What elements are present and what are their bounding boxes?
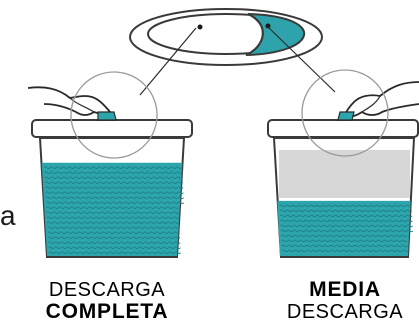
side-letter: a bbox=[0, 200, 16, 232]
caption-full-flush-line1: DESCARGA bbox=[22, 279, 192, 301]
tank-half-flush bbox=[268, 120, 418, 257]
caption-half-flush-line1: MEDIA bbox=[260, 279, 419, 301]
hand-icon-right bbox=[338, 82, 419, 120]
caption-half-flush-line2: DESCARGA bbox=[260, 301, 419, 323]
tank-full-flush bbox=[32, 120, 192, 257]
dual-flush-button-icon bbox=[130, 9, 322, 65]
water-level-half bbox=[277, 201, 410, 256]
caption-full-flush-line2: COMPLETA bbox=[22, 301, 192, 323]
caption-half-flush: MEDIA DESCARGA bbox=[260, 279, 419, 323]
caption-full-flush: DESCARGA COMPLETA bbox=[22, 279, 192, 323]
tank-empty-zone bbox=[279, 150, 410, 198]
